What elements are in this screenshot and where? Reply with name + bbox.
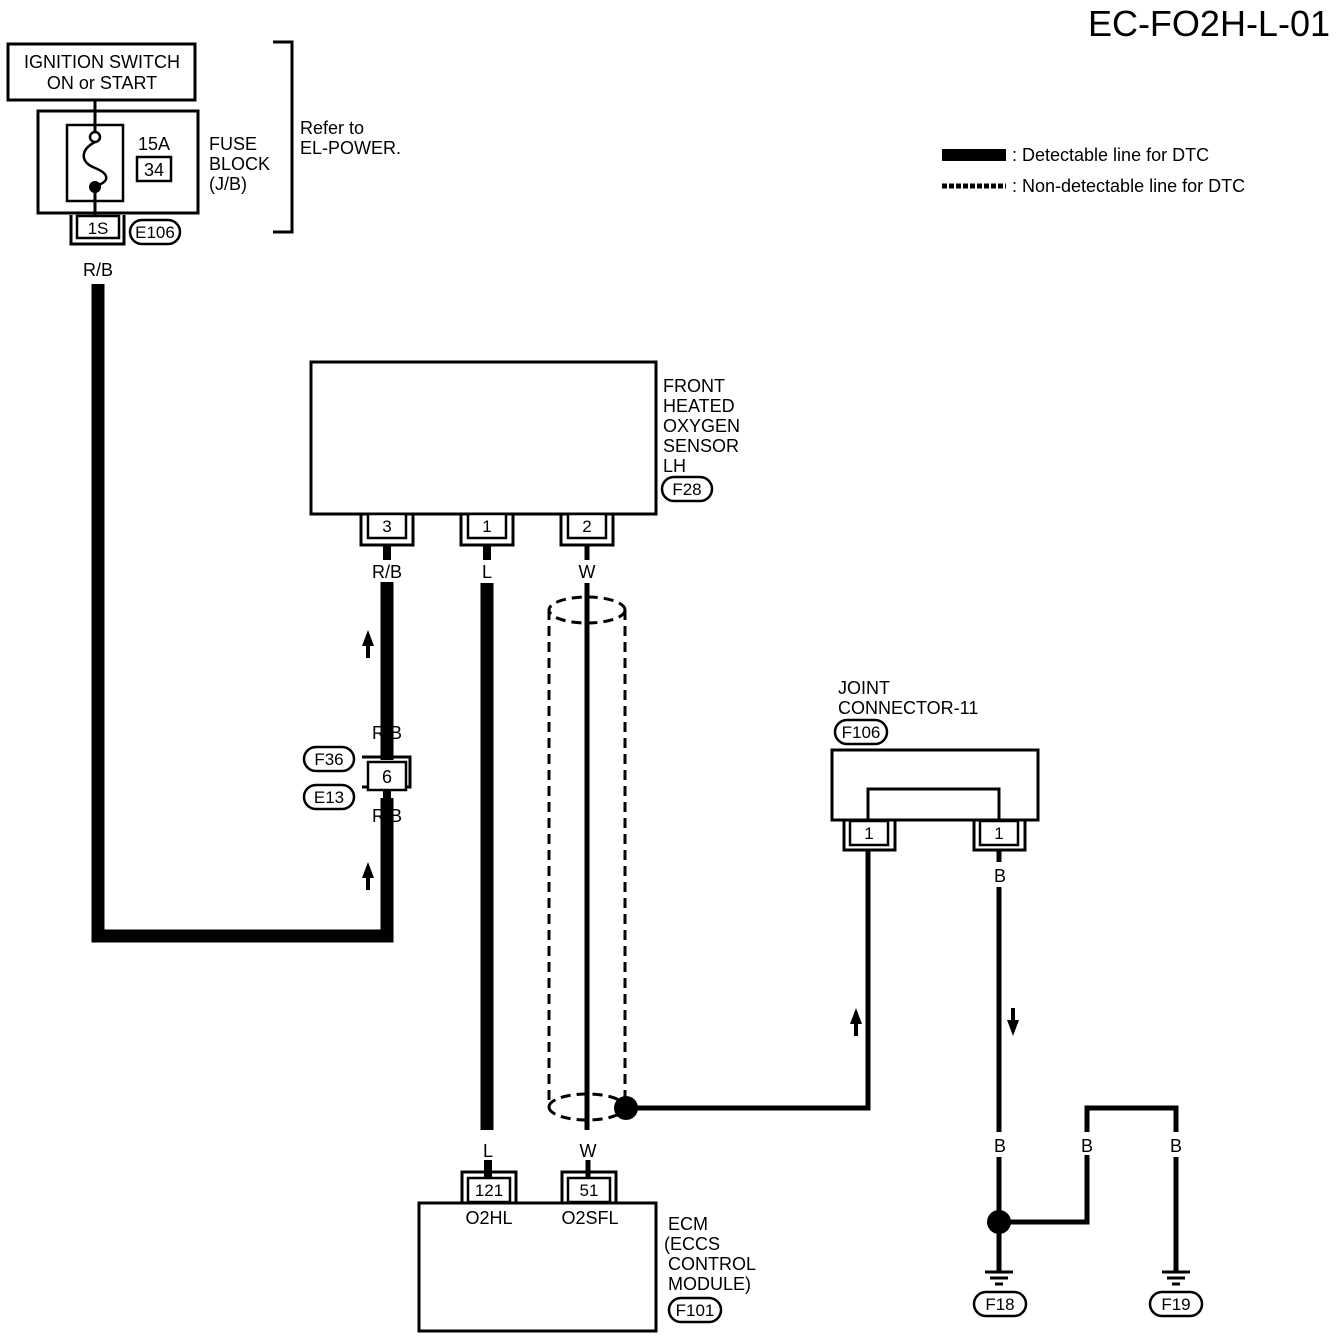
joint-pin-right-label: 1 xyxy=(994,824,1003,843)
inline-connector-pin: 6 xyxy=(382,767,392,787)
sensor-pin-2-label: 2 xyxy=(582,517,591,536)
joint-connector: JOINT CONNECTOR-11 F106 1 1 xyxy=(830,678,1040,852)
wire-label-w-sensor: W xyxy=(579,562,596,582)
joint-bus xyxy=(866,787,1001,820)
joint-box xyxy=(830,748,1040,822)
sensor-label-line3: OXYGEN xyxy=(663,416,740,436)
ecm-box xyxy=(417,1201,658,1333)
fuse-terminal-label: 1S xyxy=(88,219,109,238)
wire-label-b-ground1: B xyxy=(994,1136,1006,1156)
current-arrow-up-2 xyxy=(362,862,374,890)
wire-label-rb-e13: R/B xyxy=(372,806,402,826)
fuse-terminal-top xyxy=(88,130,102,144)
ecm-label-line2: (ECCS xyxy=(664,1234,720,1254)
current-arrow-up-3 xyxy=(850,1008,862,1036)
legend-detectable-swatch xyxy=(942,149,1006,161)
connector-f19-badge xyxy=(1148,1290,1204,1318)
connector-f36-label: F36 xyxy=(314,750,343,769)
legend-non-detectable-label: : Non-detectable line for DTC xyxy=(1012,176,1245,196)
fuse-block-box xyxy=(36,109,200,215)
wire-label-b-joint: B xyxy=(994,866,1006,886)
fuse-block-label3: (J/B) xyxy=(209,174,247,194)
sensor-label-line1: FRONT xyxy=(663,376,725,396)
fuse-terminal-1s xyxy=(75,214,121,240)
wire-label-l-ecm: L xyxy=(483,1141,493,1161)
front-heated-oxygen-sensor: FRONT HEATED OXYGEN SENSOR LH F28 3 1 2 xyxy=(309,360,740,547)
wire-label-rb-top: R/B xyxy=(83,260,113,280)
wire-label-l-sensor: L xyxy=(482,562,492,582)
inline-connector: R/B 6 F36 E13 R/B xyxy=(302,723,412,826)
refer-bracket xyxy=(273,40,294,234)
sensor-label-line5: LH xyxy=(663,456,686,476)
joint-label-line1: JOINT xyxy=(838,678,890,698)
connector-e106-badge xyxy=(128,218,182,246)
wire-label-rb-f36: R/B xyxy=(372,723,402,743)
connector-f19-label: F19 xyxy=(1161,1295,1190,1314)
sensor-pin-3 xyxy=(366,512,408,540)
diagram-title: EC-FO2H-L-01 xyxy=(1088,3,1330,44)
joint-label-line2: CONNECTOR-11 xyxy=(838,698,978,718)
fuse-block-label1: FUSE xyxy=(209,134,257,154)
sensor-pin-1 xyxy=(466,512,508,540)
sensor-pin-1-label: 1 xyxy=(482,517,491,536)
ignition-switch-box xyxy=(6,42,197,102)
current-arrow-up-1 xyxy=(362,630,374,658)
ignition-switch: IGNITION SWITCH ON or START xyxy=(6,42,197,102)
ecm-label-line4: MODULE) xyxy=(668,1274,751,1294)
connector-f36-badge xyxy=(302,745,356,773)
refer-line2: EL-POWER. xyxy=(300,138,401,158)
wire-shield-drain xyxy=(626,850,871,1111)
ecm-pin-121-name: O2HL xyxy=(465,1208,512,1228)
connector-f18-label: F18 xyxy=(985,1295,1014,1314)
sensor-box xyxy=(309,360,658,516)
fuse-number: 34 xyxy=(144,160,164,180)
inline-connector-pin-box xyxy=(366,760,408,792)
wire-label-b-ground2: B xyxy=(1081,1136,1093,1156)
ecm-pin-51-name: O2SFL xyxy=(561,1208,618,1228)
ignition-switch-line2: ON or START xyxy=(47,73,157,93)
ground-f19: F19 xyxy=(1148,1270,1204,1318)
fuse-block: 15A 34 FUSE BLOCK (J/B) 1S E106 xyxy=(36,100,270,246)
ecm-pin-121-label: 121 xyxy=(475,1181,503,1200)
wire-rb-power xyxy=(91,284,394,943)
fuse-block-label2: BLOCK xyxy=(209,154,270,174)
legend: : Detectable line for DTC : Non-detectab… xyxy=(942,145,1245,196)
joint-pin-left-label: 1 xyxy=(864,824,873,843)
connector-f18-badge xyxy=(972,1290,1028,1318)
connector-f106-label: F106 xyxy=(842,723,881,742)
sensor-label-line2: HEATED xyxy=(663,396,735,416)
connector-f101-label: F101 xyxy=(676,1301,715,1320)
ecm-label-line1: ECM xyxy=(668,1214,708,1234)
sensor-pin-3-label: 3 xyxy=(382,517,391,536)
sensor-label-line4: SENSOR xyxy=(663,436,739,456)
connector-f28-label: F28 xyxy=(672,480,701,499)
sensor-pin-2 xyxy=(566,512,608,540)
connector-e106-label: E106 xyxy=(135,223,175,242)
joint-pin-left xyxy=(848,819,890,847)
ignition-switch-line1: IGNITION SWITCH xyxy=(24,52,180,72)
connector-e13-badge xyxy=(302,783,356,811)
fuse-icon xyxy=(82,140,108,188)
ground-f18: F18 xyxy=(972,1222,1028,1318)
legend-detectable-label: : Detectable line for DTC xyxy=(1012,145,1209,165)
wire-label-rb-sensor: R/B xyxy=(372,562,402,582)
refer-line1: Refer to xyxy=(300,118,364,138)
shield xyxy=(547,595,627,1122)
wire-label-b-ground3: B xyxy=(1170,1136,1182,1156)
ecm-pin-51-label: 51 xyxy=(580,1181,599,1200)
ecm-label-line3: CONTROL xyxy=(668,1254,756,1274)
ecm: 121 51 O2HL O2SFL ECM (ECCS CONTROL MODU… xyxy=(417,1170,756,1333)
wire-label-w-ecm: W xyxy=(580,1141,597,1161)
joint-pin-right xyxy=(978,819,1020,847)
connector-e13-label: E13 xyxy=(314,788,344,807)
ecm-pin-51 xyxy=(566,1176,612,1204)
connector-f101-badge xyxy=(667,1296,723,1324)
connector-f28-badge xyxy=(660,475,714,503)
current-arrow-down xyxy=(1007,1008,1019,1036)
connector-f106-badge xyxy=(833,718,889,746)
fuse-amperage: 15A xyxy=(138,134,170,154)
fuse-number-box xyxy=(135,155,173,183)
